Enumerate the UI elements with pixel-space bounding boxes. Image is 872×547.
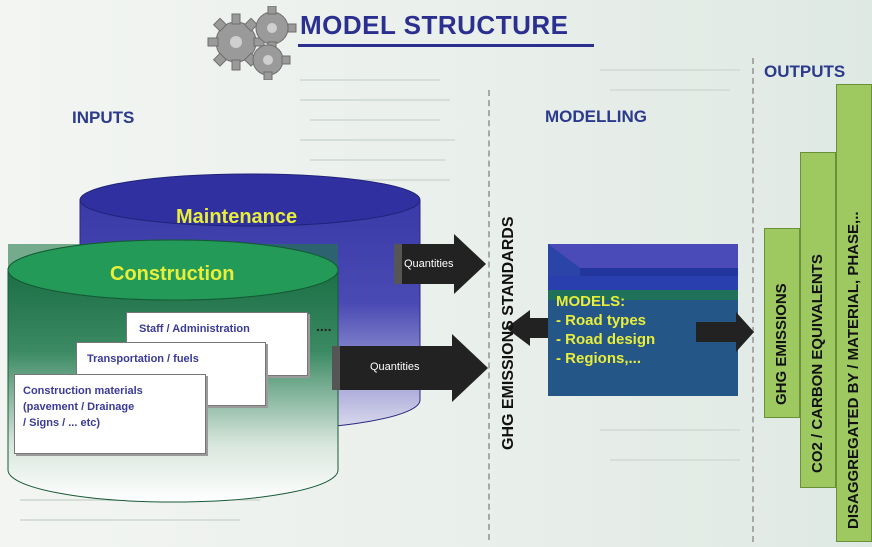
model-item: - Regions,...: [556, 350, 642, 367]
title-underline: [298, 44, 594, 47]
model-item: - Road types: [556, 312, 647, 329]
materials-card-line2: (pavement / Drainage: [23, 401, 135, 413]
materials-card-line1: Construction materials: [23, 385, 143, 397]
construction-label: Construction: [110, 263, 235, 285]
more-items-ellipsis: ....: [316, 318, 332, 334]
materials-card-line3: / Signs / ... etc): [23, 417, 101, 429]
models-heading: MODELS:: [556, 293, 626, 310]
double-arrow-left: [506, 310, 554, 346]
materials-card: Construction materials (pavement / Drain…: [14, 374, 206, 454]
gears-icon: [207, 6, 297, 80]
output-bar-ghg: GHG EMISSIONS: [764, 228, 800, 418]
models-list: MODELS: - Road types - Road design - Reg…: [556, 292, 655, 368]
models-box: [548, 244, 738, 396]
outputs-heading: OUTPUTS: [764, 62, 846, 81]
divider-outputs: [752, 58, 754, 542]
quantities-arrow-bottom: [332, 334, 488, 402]
output-bar-disaggregated: DISAGGREGATED BY / MATERIAL, PHASE,..: [836, 84, 872, 542]
quantities-label-bottom: Quantities: [370, 361, 420, 373]
ghg-emissions-standards-label: GHG EMISSIONS STANDARDS: [500, 216, 517, 451]
page-title: MODEL STRUCTURE: [300, 10, 569, 40]
divider-standards: [488, 90, 490, 540]
output-bar-disaggregated-label: DISAGGREGATED BY / MATERIAL, PHASE,..: [845, 211, 862, 529]
maintenance-label: Maintenance: [176, 206, 298, 228]
quantities-label-top: Quantities: [404, 258, 454, 270]
output-bar-ghg-label: GHG EMISSIONS: [773, 283, 790, 405]
output-bar-co2-label: CO2 / CARBON EQUIVALENTS: [809, 254, 826, 473]
staff-card-label: Staff / Administration: [139, 323, 250, 335]
output-bar-co2: CO2 / CARBON EQUIVALENTS: [800, 152, 836, 488]
outputs-arrow: [696, 312, 754, 352]
quantities-arrow-top: [394, 234, 486, 294]
modelling-heading: MODELLING: [545, 107, 647, 126]
model-item: - Road design: [556, 331, 656, 348]
inputs-heading: INPUTS: [72, 108, 135, 127]
transport-card-label: Transportation / fuels: [87, 353, 199, 365]
